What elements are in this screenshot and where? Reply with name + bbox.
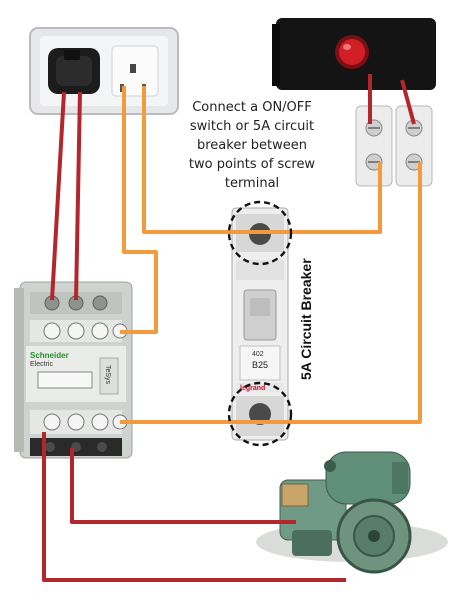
contactor-brand: Schneider [30,351,69,360]
annotation-text: Connect a ON/OFF switch or 5A circuit br… [178,98,326,193]
annotation-line-4: two points of screw [188,157,316,172]
circuit-breaker-icon: 402 B25 legrand [231,207,289,441]
breaker-terminal-markers [227,200,293,447]
contactor-icon: Schneider Electric TeSys [14,281,133,459]
breaker-side-label: 5A Circuit Breaker [298,258,314,380]
annotation-line-2: switch or 5A circuit [189,119,315,134]
screw-terminal-icon [355,105,433,187]
orange-wires [120,86,422,424]
plug-icon [48,48,100,94]
red-wires [42,74,416,582]
annotation-line-5: terminal [224,176,280,191]
annotation-line-1: Connect a ON/OFF [192,100,312,115]
breaker-code: 402 [252,351,264,358]
annotation-line-3: breaker between [196,138,308,153]
contactor-series: TeSys [104,365,111,385]
contactor-sub-brand: Electric [30,361,53,368]
motor-pump-icon [256,451,448,574]
breaker-model: B25 [252,360,268,370]
push-button-icon [272,18,436,90]
breaker-brand: legrand [240,385,265,392]
